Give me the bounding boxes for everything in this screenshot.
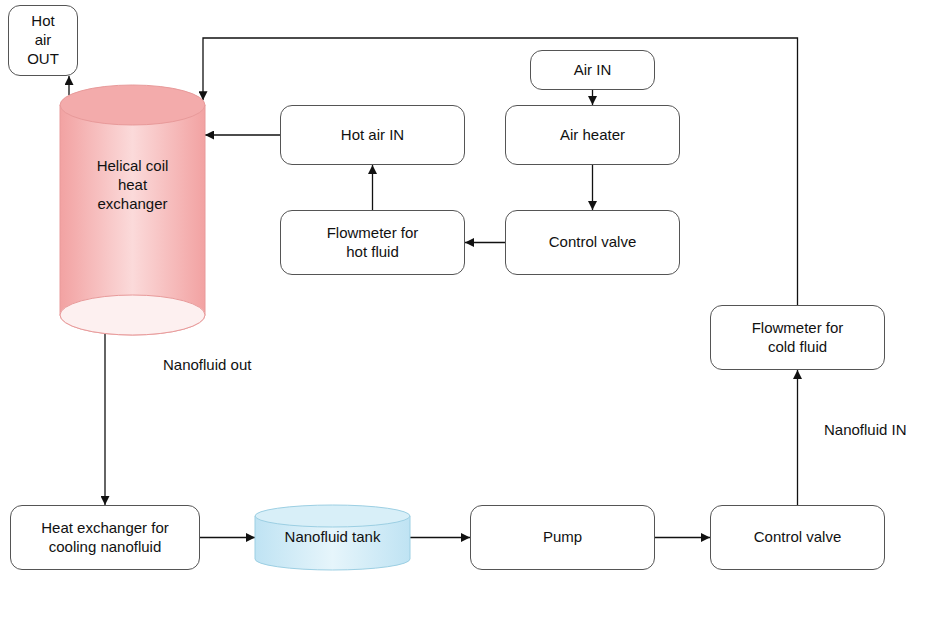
flow-arrow	[104, 334, 105, 505]
flow-arrow	[68, 76, 69, 95]
flow-arrow	[410, 537, 470, 538]
node-text: Helical coil heat exchanger	[88, 157, 177, 213]
flow-arrow	[592, 90, 593, 105]
node-text: Pump	[543, 528, 582, 547]
process-box: Flowmeter for cold fluid	[710, 305, 885, 370]
node-text: Heat exchanger for cooling nanofluid	[27, 519, 183, 557]
node-text: Air IN	[574, 61, 612, 80]
node-text: Nanofluid tank	[285, 528, 381, 547]
node-text: Control valve	[549, 233, 637, 252]
flow-arrow	[205, 134, 280, 135]
process-box: Hot air IN	[280, 105, 465, 165]
heat-exchanger-cylinder: Helical coil heat exchanger	[60, 85, 205, 335]
flow-arrow	[372, 165, 373, 210]
node-text: Control valve	[754, 528, 842, 547]
flow-arrow	[797, 370, 798, 505]
node-text: Flowmeter for hot fluid	[321, 224, 424, 262]
node-text: Air heater	[560, 126, 625, 145]
process-box: Control valve	[505, 210, 680, 275]
flow-arrow	[200, 537, 255, 538]
tank-cylinder: Nanofluid tank	[255, 505, 410, 570]
process-box: Heat exchanger for cooling nanofluid	[10, 505, 200, 570]
process-box: Pump	[470, 505, 655, 570]
process-box: Flowmeter for hot fluid	[280, 210, 465, 275]
process-box: Air heater	[505, 105, 680, 165]
flow-label: Nanofluid out	[163, 356, 251, 375]
process-box: Air IN	[530, 50, 655, 90]
flow-label: Nanofluid IN	[824, 421, 907, 440]
flow-arrow	[203, 38, 798, 305]
node-text: Flowmeter for cold fluid	[746, 319, 849, 357]
node-text: Hot air IN	[341, 126, 404, 145]
flow-arrow	[655, 537, 710, 538]
flow-arrow	[592, 165, 593, 210]
node-text: Hot air OUT	[23, 12, 63, 68]
flow-arrow	[465, 242, 505, 243]
process-box: Control valve	[710, 505, 885, 570]
outlet-box: Hot air OUT	[8, 5, 78, 76]
